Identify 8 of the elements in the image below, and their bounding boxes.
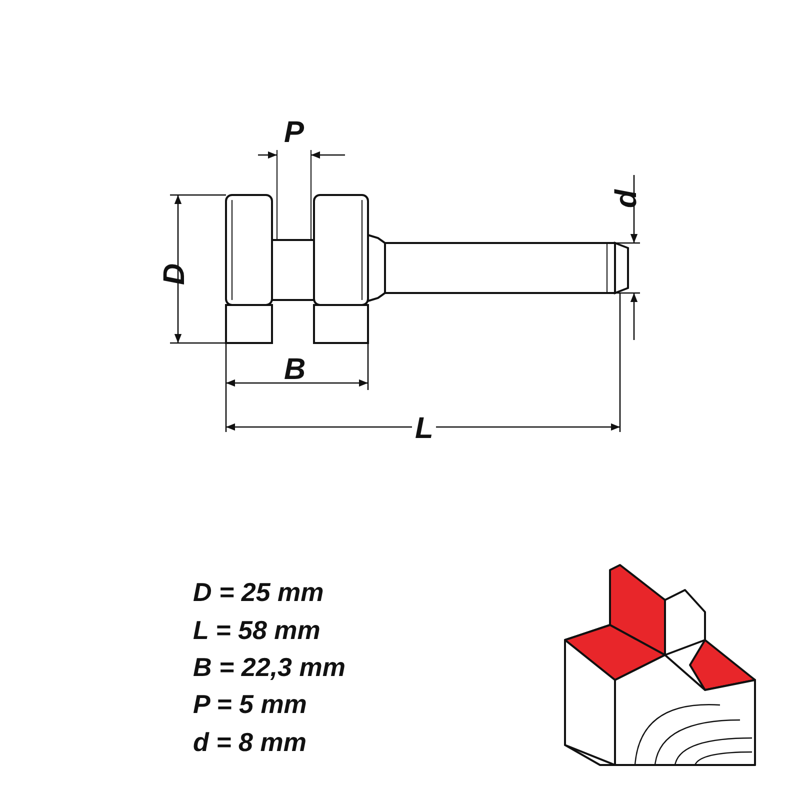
spec-line: D = 25 mm <box>193 579 324 605</box>
spec-line: L = 58 mm <box>193 617 320 643</box>
spec-line: d = 8 mm <box>193 729 306 755</box>
dimension-label: B <box>284 355 306 385</box>
spec-line: P = 5 mm <box>193 691 307 717</box>
dimension-label: P <box>284 118 304 148</box>
dimension-label: D <box>160 263 190 285</box>
spec-line: B = 22,3 mm <box>193 654 346 680</box>
